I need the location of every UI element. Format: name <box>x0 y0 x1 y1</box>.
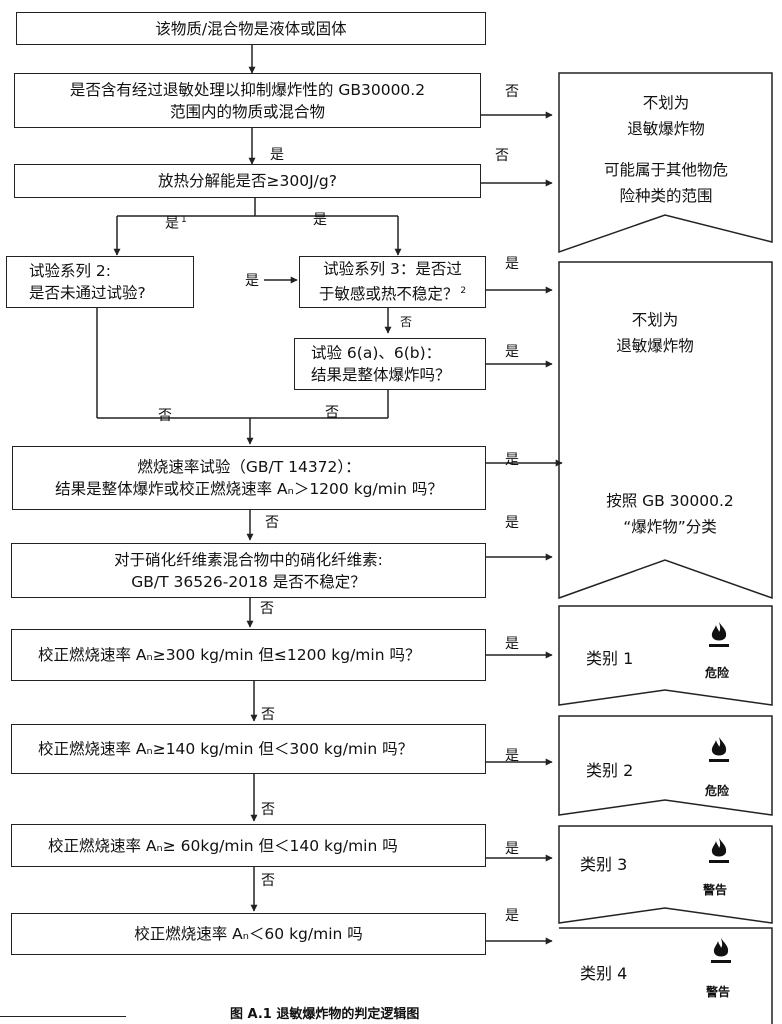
burn-line-1: 燃烧速率试验（GB/T 14372）： <box>137 458 361 476</box>
heat-text: 放热分解能是否≥300J/g? <box>158 172 337 190</box>
not-classified-1-line-1: 不划为 <box>642 94 690 112</box>
box-rate-category-3: 校正燃烧速率 Aₙ≥ 60kg/min 但＜140 kg/min 吗 <box>11 824 486 867</box>
edge-label-rate4-yes: 是 <box>505 908 519 924</box>
flame-icon <box>709 622 729 647</box>
box-rate-category-2: 校正燃烧速率 Aₙ≥140 kg/min 但＜300 kg/min 吗？ <box>11 724 486 774</box>
flame-icon <box>709 838 729 863</box>
not-classified-1-line-2: 退敏爆炸物 <box>627 120 705 138</box>
rate3-text: 校正燃烧速率 Aₙ≥ 60kg/min 但＜140 kg/min 吗 <box>48 836 398 855</box>
edge-label-test6-yes: 是 <box>505 344 519 360</box>
burn-line-2: 结果是整体爆炸或校正燃烧速率 Aₙ＞1200 kg/min 吗？ <box>55 480 443 498</box>
flame-icon <box>709 737 729 762</box>
rate4-text: 校正燃烧速率 Aₙ＜60 kg/min 吗 <box>134 925 363 943</box>
edge-label-heat-yes-right: 是 <box>313 212 327 228</box>
rate2-text: 校正燃烧速率 Aₙ≥140 kg/min 但＜300 kg/min 吗？ <box>38 740 414 758</box>
edge-label-series2-no: 否 <box>158 408 172 424</box>
category-pennant-1 <box>558 605 773 706</box>
edge-label-burn-yes: 是 <box>505 452 519 468</box>
edge-label-rate2-yes: 是 <box>505 748 519 764</box>
other-hazard-line-1: 可能属于其他物危 <box>603 161 728 179</box>
nitro-line-1: 对于硝化纤维素混合物中的硝化纤维素: <box>114 550 383 569</box>
box-test-6: 试验 6(a)、6(b)： 结果是整体爆炸吗？ <box>294 338 486 390</box>
nitro-line-2: GB/T 36526-2018 是否不稳定？ <box>131 572 366 591</box>
not-classified-2-line-1: 不划为 <box>631 311 679 329</box>
edge-label-rate2-no: 否 <box>261 802 275 818</box>
outcome-explosive: 按照 GB 30000.2 “爆炸物”分类 <box>560 488 780 540</box>
edge-label-rate1-no: 否 <box>261 707 275 723</box>
start-text: 该物质/混合物是液体或固体 <box>155 19 347 38</box>
category-pennant-3 <box>558 825 773 924</box>
edge-label-rate3-no: 否 <box>261 873 275 889</box>
category-1-label: 类别 1 <box>586 649 634 668</box>
flame-icon <box>711 938 731 963</box>
edge-label-desens-yes: 是 <box>270 147 284 163</box>
edge-label-rate3-yes: 是 <box>505 841 519 857</box>
explosive-line-1: 按照 GB 30000.2 <box>606 492 734 510</box>
edge-label-nitro-yes: 是 <box>505 515 519 531</box>
box-desensitized-question: 是否含有经过退敏处理以抑制爆炸性的 GB30000.2 范围内的物质或混合物 <box>14 73 481 128</box>
box-nitrocellulose: 对于硝化纤维素混合物中的硝化纤维素: GB/T 36526-2018 是否不稳定… <box>11 543 486 598</box>
series3-footnote: 2 <box>460 286 467 297</box>
category-3-signal-word: 警告 <box>703 883 728 897</box>
category-pennant-2 <box>558 715 773 816</box>
figure-caption: 图 A.1 退敏爆炸物的判定逻辑图 <box>230 1007 420 1022</box>
test6-line-1: 试验 6(a)、6(b)： <box>311 344 442 362</box>
box-start: 该物质/混合物是液体或固体 <box>16 12 486 45</box>
series3-line-2-wrap: 于敏感或热不稳定？2 <box>319 280 466 305</box>
yes-text: 是 <box>165 215 179 232</box>
edge-label-burn-no: 否 <box>265 515 279 531</box>
edge-label-nitro-no: 否 <box>260 601 274 617</box>
explosive-line-2: “爆炸物”分类 <box>623 518 717 536</box>
box-heat-question: 放热分解能是否≥300J/g? <box>14 164 481 198</box>
series2-line-2: 是否未通过试验? <box>29 284 146 302</box>
category-4-label: 类别 4 <box>580 964 628 983</box>
not-classified-2-line-2: 退敏爆炸物 <box>616 337 694 355</box>
other-hazard-line-2: 险种类的范围 <box>619 187 713 205</box>
category-2-label: 类别 2 <box>586 761 634 780</box>
category-pennant-4 <box>559 927 773 1024</box>
outcome-not-classified-2: 不划为 退敏爆炸物 <box>560 307 750 359</box>
category-4-signal-word: 警告 <box>706 985 731 999</box>
category-2-signal-word: 危险 <box>705 784 730 798</box>
category-1-signal-word: 危险 <box>705 666 730 680</box>
box-test-series-3: 试验系列 3：是否过 于敏感或热不稳定？2 <box>299 256 486 308</box>
footnote-1: 1 <box>181 215 187 225</box>
edge-label-series2-yes: 是 <box>245 273 259 289</box>
edge-label-desens-no: 否 <box>505 84 519 100</box>
series2-line-1: 试验系列 2: <box>29 262 112 280</box>
rate1-text: 校正燃烧速率 Aₙ≥300 kg/min 但≤1200 kg/min 吗？ <box>38 646 421 664</box>
series3-line-1: 试验系列 3：是否过 <box>323 260 462 279</box>
footnote-rule <box>0 1016 126 1017</box>
edge-label-heat-no: 否 <box>495 148 509 164</box>
box-test-series-2: 试验系列 2: 是否未通过试验? <box>6 256 194 308</box>
outcome-other-hazard: 可能属于其他物危 险种类的范围 <box>560 157 772 209</box>
edge-label-test6-no: 否 <box>325 405 339 421</box>
test6-line-2: 结果是整体爆炸吗？ <box>311 366 451 384</box>
outcome-pennant-explosive <box>558 261 773 600</box>
outcome-not-classified-1: 不划为 退敏爆炸物 <box>560 90 772 142</box>
series3-line-2: 于敏感或热不稳定？ <box>318 285 459 304</box>
edge-label-series3-no: 否 <box>400 315 413 329</box>
category-3-label: 类别 3 <box>580 855 628 874</box>
edge-label-series3-yes: 是 <box>505 256 519 272</box>
edge-label-rate1-yes: 是 <box>505 636 519 652</box>
outcome-pennant-not-classified-1 <box>558 72 773 254</box>
box-burning-rate-test: 燃烧速率试验（GB/T 14372）： 结果是整体爆炸或校正燃烧速率 Aₙ＞12… <box>12 446 486 510</box>
box-rate-category-4: 校正燃烧速率 Aₙ＜60 kg/min 吗 <box>11 913 486 955</box>
box-rate-category-1: 校正燃烧速率 Aₙ≥300 kg/min 但≤1200 kg/min 吗？ <box>11 629 486 681</box>
desens-line-2: 范围内的物质或混合物 <box>169 102 325 121</box>
desens-line-1: 是否含有经过退敏处理以抑制爆炸性的 GB30000.2 <box>69 80 426 99</box>
